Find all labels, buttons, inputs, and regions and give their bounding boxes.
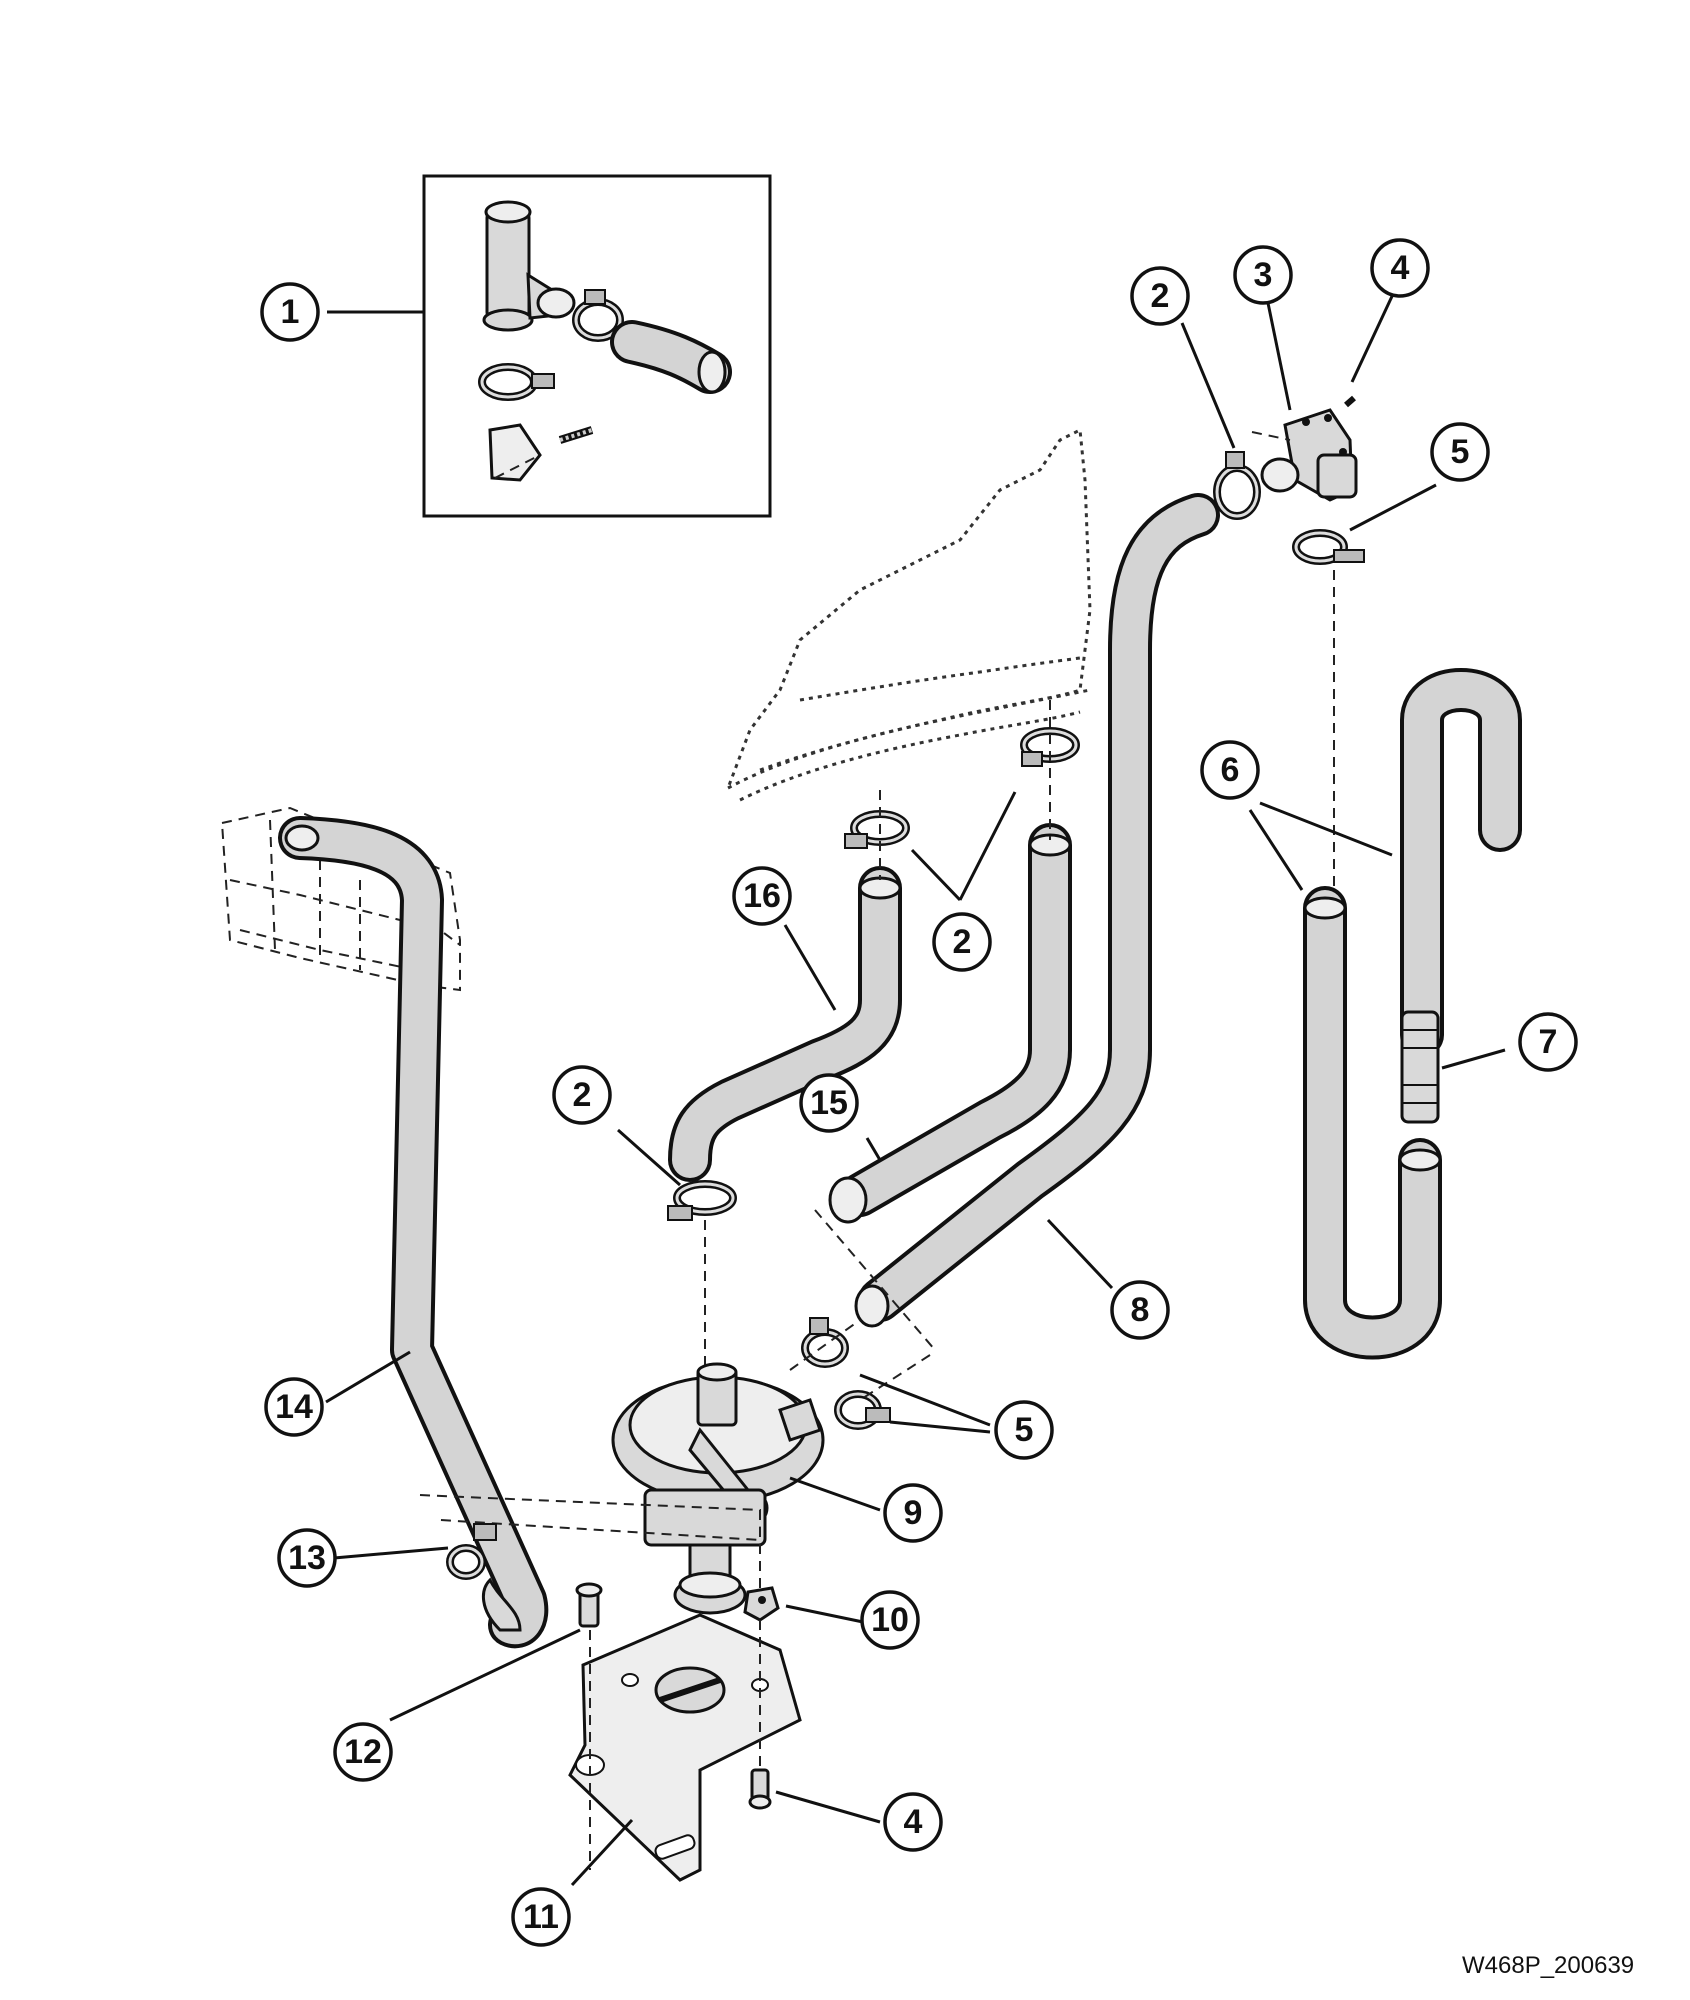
svg-text:2: 2	[953, 923, 972, 961]
clamp-2-top	[1213, 451, 1261, 520]
pump-9	[611, 1362, 825, 1615]
bracket-11	[568, 1613, 802, 1882]
clamp-2-lower-mid	[844, 810, 910, 849]
hose-15	[828, 823, 1072, 1224]
hose-6	[1303, 668, 1522, 1360]
svg-text:15: 15	[810, 1084, 848, 1122]
svg-text:11: 11	[523, 1898, 559, 1936]
nut-10	[743, 1586, 780, 1622]
callout-2[interactable]: 2	[932, 912, 992, 972]
callout-9[interactable]: 9	[883, 1483, 943, 1543]
callout-14[interactable]: 14	[264, 1377, 324, 1437]
clamp-13	[446, 1523, 497, 1580]
callout-7[interactable]: 7	[1518, 1012, 1578, 1072]
svg-text:12: 12	[344, 1733, 382, 1771]
callouts: 1 2 3 4 5 6 16 2 7 2 15 8 14 5 9 13 10 1…	[260, 238, 1578, 1947]
svg-text:14: 14	[275, 1388, 313, 1426]
connector-7	[1400, 1010, 1440, 1124]
callout-4[interactable]: 4	[1370, 238, 1430, 298]
callout-12[interactable]: 12	[333, 1722, 393, 1782]
callout-8[interactable]: 8	[1110, 1280, 1170, 1340]
svg-text:9: 9	[904, 1494, 923, 1532]
svg-text:10: 10	[871, 1601, 909, 1639]
svg-text:7: 7	[1539, 1023, 1558, 1061]
svg-text:16: 16	[743, 877, 781, 915]
svg-text:8: 8	[1131, 1291, 1150, 1329]
svg-text:1: 1	[281, 293, 300, 331]
svg-text:13: 13	[288, 1539, 326, 1577]
svg-text:5: 5	[1451, 433, 1470, 471]
clamp-2-pump	[667, 1180, 737, 1221]
callout-5[interactable]: 5	[1430, 422, 1490, 482]
svg-text:5: 5	[1015, 1411, 1034, 1449]
callout-10[interactable]: 10	[860, 1590, 920, 1650]
hose-8	[854, 493, 1220, 1328]
callout-11[interactable]: 11	[511, 1887, 571, 1947]
svg-text:2: 2	[573, 1076, 592, 1114]
callout-4[interactable]: 4	[883, 1792, 943, 1852]
hose-14	[278, 816, 549, 1649]
callout-5[interactable]: 5	[994, 1400, 1054, 1460]
kit-inset-box	[422, 174, 772, 518]
hose-16	[668, 866, 902, 1182]
callout-2[interactable]: 2	[1130, 266, 1190, 326]
callout-3[interactable]: 3	[1233, 245, 1293, 305]
leader-lines	[325, 291, 1506, 1887]
svg-text:3: 3	[1254, 256, 1273, 294]
clamp-5-top	[1292, 529, 1365, 565]
screw-4-bottom	[748, 1768, 772, 1810]
screw-12	[575, 1582, 603, 1628]
tub-outline	[725, 427, 1092, 802]
svg-text:4: 4	[1391, 249, 1410, 287]
svg-text:4: 4	[904, 1803, 923, 1841]
callout-6[interactable]: 6	[1200, 740, 1260, 800]
callout-13[interactable]: 13	[277, 1528, 337, 1588]
elbow-3	[1260, 408, 1358, 502]
clamp-5-pump	[801, 1317, 891, 1430]
callout-2[interactable]: 2	[552, 1065, 612, 1125]
callout-16[interactable]: 16	[732, 866, 792, 926]
callout-1[interactable]: 1	[260, 282, 320, 342]
svg-text:6: 6	[1221, 751, 1240, 789]
figure-id: W468P_200639	[1462, 1952, 1635, 1979]
svg-text:2: 2	[1151, 277, 1170, 315]
callout-15[interactable]: 15	[799, 1073, 859, 1133]
